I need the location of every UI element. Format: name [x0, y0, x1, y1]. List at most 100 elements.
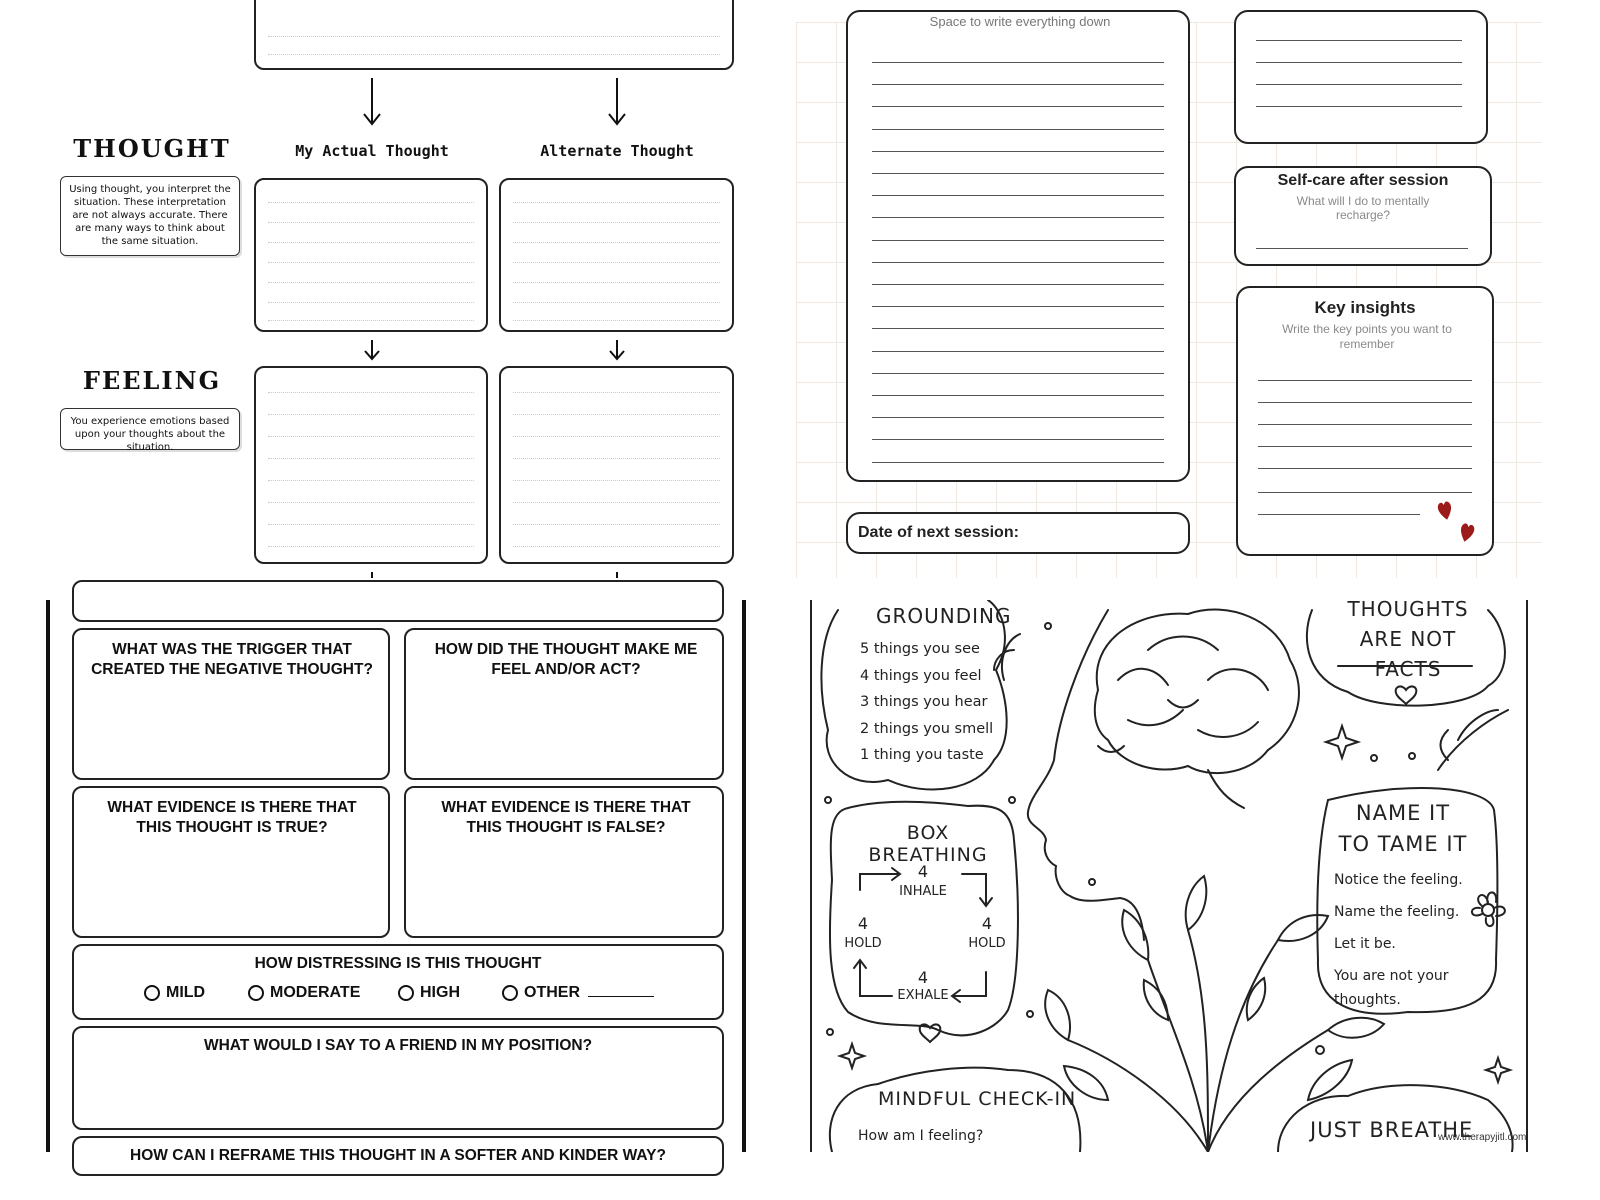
writing-line	[872, 239, 1164, 241]
grounding-item: 4 things you feel	[860, 667, 982, 684]
mindful-head-illustration	[820, 600, 1514, 1152]
name-it-item: Notice the feeling.	[1334, 872, 1463, 888]
option-label: HIGH	[420, 984, 460, 1001]
name-it-item: Let it be.	[1334, 936, 1396, 952]
just-breathe: JUST BREATHE	[1310, 1118, 1474, 1142]
writing-line	[872, 106, 1164, 108]
evidence-true-box[interactable]: WHAT EVIDENCE IS THERE THAT THIS THOUGHT…	[72, 786, 390, 938]
right-border	[1526, 600, 1528, 1152]
writing-line	[872, 62, 1164, 63]
hold-left-label: HOLD	[844, 936, 882, 951]
insights-title: Key insights	[1314, 298, 1416, 317]
next-session-field[interactable]: Date of next session:	[846, 512, 1190, 554]
alternate-thought-label: Alternate Thought	[540, 142, 694, 160]
coping-skills-panel: GROUNDING 5 things you see 4 things you …	[808, 600, 1532, 1152]
left-border	[810, 600, 812, 1152]
writing-line	[872, 173, 1164, 174]
watermark: www.therapyjitl.com	[1438, 1132, 1527, 1143]
heart-icon	[1437, 501, 1452, 520]
thought-worksheet-panel: THOUGHT Using thought, you interpret the…	[0, 0, 780, 585]
thoughts-not-facts: THOUGHTS ARE NOT FACTS	[1347, 600, 1469, 681]
radio-button[interactable]	[398, 984, 414, 1001]
right-border	[742, 600, 746, 1152]
selfcare-subtitle: What will I do to mentally recharge?	[1296, 194, 1430, 222]
grounding-item: 5 things you see	[860, 641, 980, 657]
exhale-count: 4	[917, 968, 929, 987]
reframe-box[interactable]: HOW CAN I REFRAME THIS THOUGHT IN A SOFT…	[72, 1136, 724, 1176]
actual-feeling-box[interactable]	[254, 366, 488, 564]
writing-line	[872, 328, 1164, 330]
distress-option-other[interactable]: OTHER	[502, 984, 655, 1002]
radio-button[interactable]	[248, 984, 264, 1001]
writing-line	[872, 261, 1164, 263]
writing-line	[872, 417, 1164, 419]
top-partial-box[interactable]	[72, 580, 724, 622]
evidence-false-box[interactable]: WHAT EVIDENCE IS THERE THAT THIS THOUGHT…	[404, 786, 724, 938]
name-it-item: You are not your thoughts.	[1334, 968, 1449, 1008]
distress-question: HOW DISTRESSING IS THIS THOUGHT	[254, 955, 542, 972]
exhale-label: EXHALE	[897, 988, 949, 1003]
key-insights-box[interactable]: Key insights Write the key points you wa…	[1236, 286, 1494, 556]
alternate-feeling-box[interactable]	[499, 366, 734, 564]
top-right-notes-box[interactable]	[1234, 10, 1488, 144]
thought-record-panel: WHAT WAS THE TRIGGER THAT CREATED THE NE…	[46, 580, 748, 1176]
radio-button[interactable]	[144, 984, 160, 1001]
writing-line	[872, 284, 1164, 285]
radio-button[interactable]	[502, 984, 518, 1001]
grounding-list: 5 things you see 4 things you feel 3 thi…	[860, 636, 993, 769]
writing-line	[872, 372, 1164, 374]
writing-line	[872, 217, 1164, 219]
writing-line	[872, 150, 1164, 152]
actual-thought-box[interactable]	[254, 178, 488, 332]
name-it-title: NAME IT TO TAME IT	[1338, 801, 1468, 856]
writing-line	[872, 84, 1164, 86]
box-breathing-title: BOX BREATHING	[868, 822, 988, 866]
inhale-label: INHALE	[899, 884, 947, 899]
inhale-count: 4	[917, 862, 929, 881]
arrow-down-icon	[363, 78, 381, 126]
hold-left-count: 4	[857, 914, 869, 933]
grounding-item: 2 things you smell	[860, 720, 994, 737]
main-notes-hint: Space to write everything down	[929, 14, 1111, 29]
grounding-item: 3 things you hear	[860, 694, 988, 710]
hold-right-count: 4	[981, 914, 993, 933]
feel-act-question: HOW DID THE THOUGHT MAKE ME FEEL AND/OR …	[434, 641, 698, 678]
next-session-label: Date of next session:	[858, 524, 1019, 541]
hold-right-label: HOLD	[968, 936, 1006, 951]
mindful-title: MINDFUL CHECK-IN	[878, 1088, 1077, 1110]
trigger-box[interactable]: WHAT WAS THE TRIGGER THAT CREATED THE NE…	[72, 628, 390, 780]
friend-box[interactable]: WHAT WOULD I SAY TO A FRIEND IN MY POSIT…	[72, 1026, 724, 1130]
writing-line	[872, 439, 1164, 441]
main-notes-box[interactable]: Space to write everything down	[846, 10, 1190, 482]
alternate-thought-box[interactable]	[499, 178, 734, 332]
mindful-question: How am I feeling?	[858, 1128, 984, 1144]
distress-option-moderate[interactable]: MODERATE	[248, 984, 360, 1002]
writing-line	[872, 395, 1164, 396]
trigger-question: WHAT WAS THE TRIGGER THAT CREATED THE NE…	[91, 641, 373, 678]
other-blank-line[interactable]	[588, 996, 655, 997]
writing-line	[872, 350, 1164, 352]
connector-tick	[616, 572, 618, 578]
grounding-item: 1 thing you taste	[860, 747, 984, 763]
grounding-title: GROUNDING	[876, 604, 1012, 628]
option-label: OTHER	[524, 984, 580, 1001]
heart-icon	[1461, 523, 1475, 542]
insights-subtitle: Write the key points you want to remembe…	[1282, 322, 1452, 351]
thought-description: Using thought, you interpret the situati…	[60, 176, 240, 256]
distress-option-high[interactable]: HIGH	[398, 984, 460, 1002]
arrow-down-icon	[608, 78, 626, 126]
distress-box: HOW DISTRESSING IS THIS THOUGHT MILD MOD…	[72, 944, 724, 1020]
option-label: MILD	[166, 984, 206, 1001]
writing-line	[872, 195, 1164, 197]
connector-tick	[371, 572, 373, 578]
selfcare-title: Self-care after session	[1277, 172, 1449, 189]
feeling-heading: FEELING	[82, 366, 222, 395]
arrow-down-icon	[609, 340, 625, 361]
writing-line	[872, 306, 1164, 308]
feel-act-box[interactable]: HOW DID THE THOUGHT MAKE ME FEEL AND/OR …	[404, 628, 724, 780]
session-journal-panel: Space to write everything down Self-care…	[796, 10, 1542, 578]
distress-option-mild[interactable]: MILD	[144, 984, 205, 1002]
name-it-list: Notice the feeling. Name the feeling. Le…	[1334, 868, 1464, 1012]
selfcare-box[interactable]: Self-care after session What will I do t…	[1234, 166, 1492, 266]
situation-box[interactable]	[254, 0, 734, 70]
